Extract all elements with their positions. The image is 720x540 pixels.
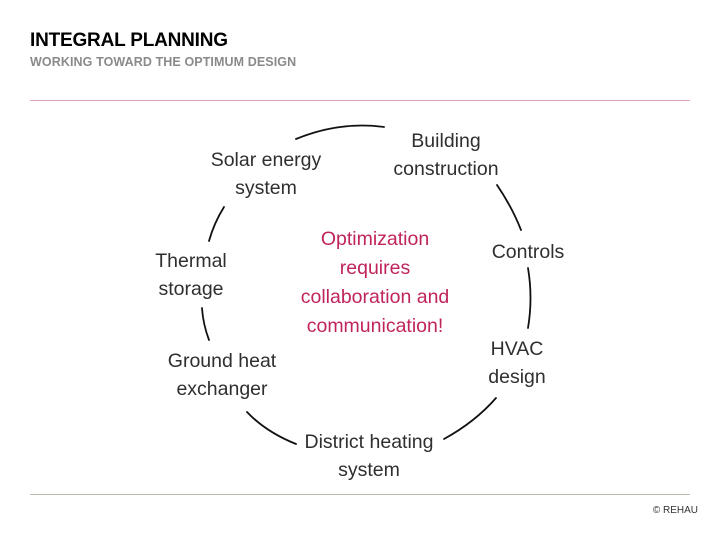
bottom-divider xyxy=(30,494,690,495)
node-label-line: system xyxy=(235,177,297,199)
arc-district-to-ground xyxy=(246,411,297,445)
node-building-construction: Building construction xyxy=(393,127,498,183)
node-label-line: construction xyxy=(393,158,499,180)
arc-ground-to-thermal xyxy=(201,307,210,341)
node-label-line: Ground heat xyxy=(167,350,277,372)
arc-hvac-to-district xyxy=(443,397,497,440)
node-label-line: Thermal xyxy=(155,250,227,272)
node-label-line: Building xyxy=(411,130,481,152)
page-subtitle: WORKING TOWARD THE OPTIMUM DESIGN xyxy=(30,55,297,69)
arc-thermal-to-solar xyxy=(208,206,225,242)
center-message-line: communication! xyxy=(306,315,444,337)
node-label-line: District heating xyxy=(304,431,434,453)
arc-solar-to-building xyxy=(295,124,385,140)
node-label-line: design xyxy=(488,366,546,388)
center-message: Optimization requires collaboration and … xyxy=(275,225,475,341)
node-ground-heat-exchanger: Ground heat exchanger xyxy=(168,347,276,403)
node-label-line: Controls xyxy=(491,241,565,263)
node-label-line: storage xyxy=(158,278,224,300)
copyright-notice: © REHAU xyxy=(652,505,698,516)
node-label-line: Solar energy xyxy=(210,149,322,171)
center-message-line: collaboration and xyxy=(300,286,450,308)
node-thermal-storage: Thermal storage xyxy=(155,247,227,303)
node-label-line: system xyxy=(338,459,400,481)
arc-building-to-controls xyxy=(496,184,522,231)
node-district-heating: District heating system xyxy=(305,428,434,484)
node-solar-energy-system: Solar energy system xyxy=(211,146,322,202)
center-message-line: Optimization xyxy=(320,228,430,250)
node-label-line: exchanger xyxy=(176,378,268,400)
node-label-line: HVAC xyxy=(490,338,544,360)
center-message-line: requires xyxy=(339,257,411,279)
top-divider xyxy=(30,100,690,101)
node-controls: Controls xyxy=(492,238,565,266)
arc-controls-to-hvac xyxy=(527,267,532,329)
page-title: INTEGRAL PLANNING xyxy=(30,30,228,51)
node-hvac-design: HVAC design xyxy=(488,335,545,391)
